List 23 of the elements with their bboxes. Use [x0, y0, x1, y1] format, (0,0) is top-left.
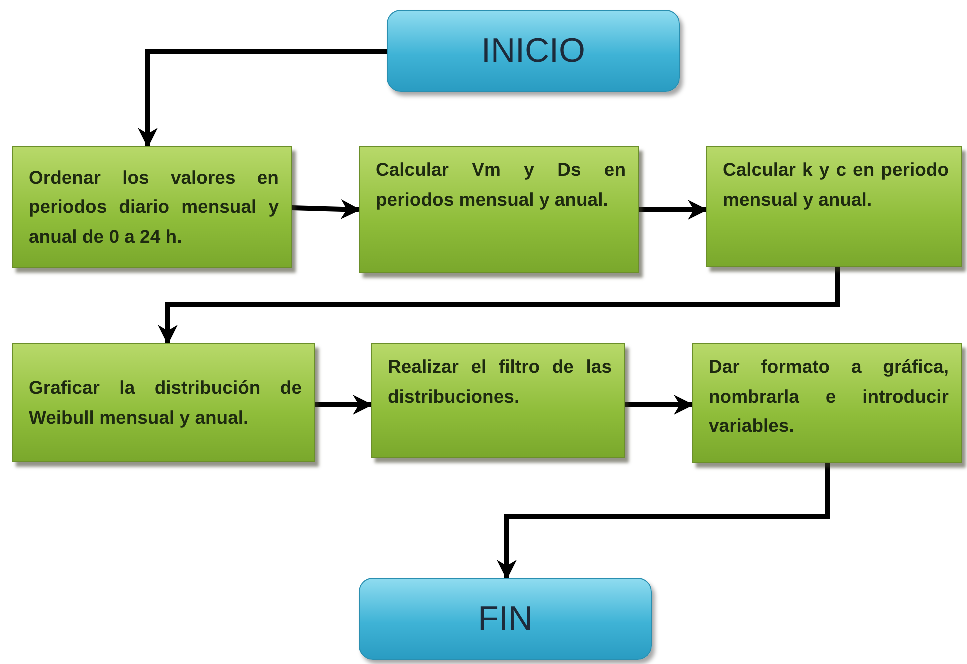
terminal-box	[387, 10, 680, 92]
terminal-box	[359, 578, 652, 660]
step-text: Calcular k y c en periodo mensual y anual.	[723, 158, 949, 212]
arrow	[158, 267, 840, 345]
terminal-label: INICIO	[482, 32, 586, 70]
process-box	[706, 146, 962, 267]
process-box	[12, 343, 315, 462]
process-box	[692, 343, 962, 463]
step-text: Calcular Vm y Ds en periodos mensual y anual.	[376, 158, 626, 212]
process-box	[12, 146, 292, 268]
step-text: Realizar el filtro de las distribuciones.	[388, 355, 612, 409]
arrow	[625, 395, 694, 415]
process-box	[371, 343, 625, 458]
process-box	[359, 146, 639, 273]
step-text: Graficar la distribución de Weibull mensual y anual.	[29, 376, 302, 430]
step-text: Ordenar los valores en periodos diario mensual y anual de 0 a 24 h.	[29, 166, 279, 249]
terminal-label: FIN	[478, 600, 533, 638]
arrow	[497, 463, 830, 580]
arrow	[292, 199, 361, 220]
arrow	[639, 200, 708, 220]
step-text: Dar formato a gráfica, nombrarla e introducir variables.	[709, 355, 949, 438]
arrow	[138, 50, 387, 148]
arrow	[315, 395, 373, 415]
